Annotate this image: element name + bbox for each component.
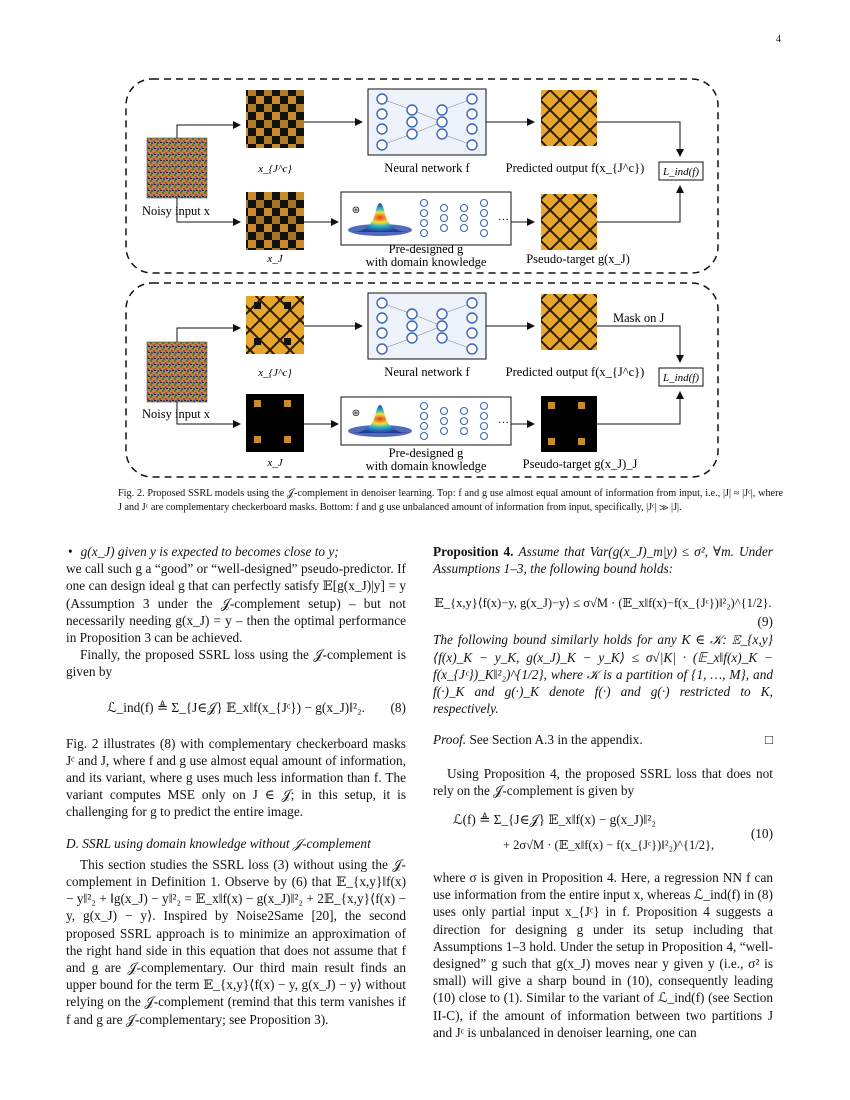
bottom-loss-label: L_ind(f) [662,372,699,384]
right-column: Proposition 4. Assume that Var(g(x_J)_m|… [433,543,773,1041]
paragraph: we call such g a “good” or “well-designe… [66,561,406,646]
paragraph: This section studies the SSRL loss (3) w… [66,856,406,1027]
equation-body: ℒ_ind(f) ≜ Σ_{J∈𝒥} 𝔼_x‖f(x_{Jᶜ}) − g(x_J… [107,699,365,715]
section-heading: D. SSRL using domain knowledge without 𝒥… [66,835,371,851]
top-pseudo-image [541,194,597,250]
proof-text: See Section A.3 in the appendix. [469,732,643,748]
top-g-label-1: Pre-designed g [389,242,464,256]
proposition-head: Proposition 4. [433,544,514,559]
top-noisy-image [146,137,208,199]
proposition-text: Assume that Var(g(x_J)_m|y) ≤ σ², ∀m. Un… [433,544,773,577]
paragraph: Fig. 2 illustrates (8) with complementar… [66,735,406,820]
bottom-pseudo-label: Pseudo-target g(x_J)_J [523,457,638,471]
figure-2: Noisy input x x_{J^c} x_J Neural network… [125,78,719,478]
bottom-g-label-2: with domain knowledge [366,459,487,473]
bottom-noisy-label: Noisy input x [142,407,211,421]
bottom-g-label-1: Pre-designed g [389,446,464,460]
bottom-mask-label: Mask on J [613,311,665,325]
top-pseudo-label: Pseudo-target g(x_J) [526,252,630,266]
top-nn-box [367,88,487,156]
top-g-label-2: with domain knowledge [366,255,487,269]
qed-symbol: □ [764,732,773,748]
paragraph: Finally, the proposed SSRL loss using th… [66,647,406,680]
equation-line-1: ℒ(f) ≜ Σ_{J∈𝒥} 𝔼_x‖f(x) − g(x_J)‖²₂ [453,812,656,828]
equation-10: ℒ(f) ≜ Σ_{J∈𝒥} 𝔼_x‖f(x) − g(x_J)‖²₂ + 2σ… [433,807,773,863]
equation-number: (9) [757,614,773,630]
proposition-text-2: The following bound similarly holds for … [433,632,773,717]
top-panel-frame [125,78,719,274]
equation-body: 𝔼_{x,y}⟨f(x)−y, g(x_J)−y⟩ ≤ σ√M · (𝔼_x‖f… [434,596,772,611]
equation-8: ℒ_ind(f) ≜ Σ_{J∈𝒥} 𝔼_x‖f(x_{Jᶜ}) − g(x_J… [66,689,406,729]
equation-9: 𝔼_{x,y}⟨f(x)−y, g(x_J)−y⟩ ≤ σ√M · (𝔼_x‖f… [433,585,773,629]
bottom-loss-box [658,367,704,387]
equation-number: (10) [750,826,773,842]
bottom-noisy-image [146,341,208,403]
paragraph: Using Proposition 4, the proposed SSRL l… [433,765,773,798]
bottom-pred-label: Predicted output f(x_{J^c}) [506,365,645,379]
top-xj-image [246,192,304,250]
equation-line-2: + 2σ√M · (𝔼_x‖f(x) − f(x_{Jᶜ})‖²₂)^{1/2}… [503,838,715,853]
bullet-item: g(x_J) given y is expected to becomes cl… [66,543,406,560]
top-noisy-label: Noisy input x [142,204,211,218]
top-nn-label: Neural network f [384,161,470,175]
bottom-pred-image [541,294,597,350]
top-xjc-label: x_{J^c} [257,163,292,175]
top-loss-label: L_ind(f) [662,166,699,178]
bottom-xj-label: x_J [266,457,283,469]
top-xj-label: x_J [266,253,283,265]
top-xjc-image [246,90,304,148]
bottom-nn-box [367,292,487,360]
top-pred-label: Predicted output f(x_{J^c}) [506,161,645,175]
paragraph: where σ is given in Proposition 4. Here,… [433,870,773,1040]
top-loss-box [658,161,704,181]
top-pred-image [541,90,597,146]
svg-text:…: … [498,414,509,426]
bottom-panel-frame [125,282,719,478]
svg-text:⊛: ⊛ [352,408,360,419]
bottom-xjc-label: x_{J^c} [257,367,292,379]
proof-head: Proof. [433,732,467,748]
left-column: g(x_J) given y is expected to becomes cl… [66,543,406,1028]
equation-number: (8) [390,699,406,715]
figure-caption: Fig. 2. Proposed SSRL models using the 𝒥… [118,488,783,513]
page-number: 4 [776,34,781,45]
bottom-nn-label: Neural network f [384,365,470,379]
svg-text:⊛: ⊛ [352,205,360,216]
svg-text:…: … [498,211,509,223]
